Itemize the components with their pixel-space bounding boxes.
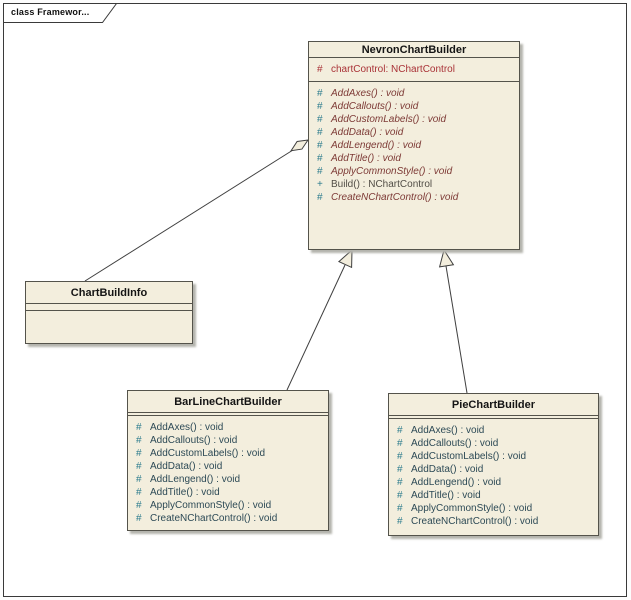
frame-label: class Framewor... — [11, 7, 90, 17]
operation-text: AddTitle() : void — [411, 490, 481, 501]
attributes-compartment — [128, 413, 328, 416]
visibility-symbol: # — [136, 448, 142, 459]
operation-row[interactable]: # AddCustomLabels() : void — [309, 113, 519, 126]
class-title: PieChartBuilder — [389, 394, 598, 416]
visibility-symbol: # — [317, 88, 323, 99]
operation-text: AddCallouts() : void — [411, 438, 499, 449]
operations-compartment — [26, 311, 192, 320]
visibility-symbol: # — [317, 166, 323, 177]
visibility-symbol: # — [136, 474, 142, 485]
visibility-symbol: # — [397, 477, 403, 488]
operation-text: AddLengend() : void — [331, 140, 422, 151]
operation-row[interactable]: # CreateNChartControl() : void — [309, 191, 519, 204]
visibility-symbol: # — [397, 503, 403, 514]
visibility-symbol: # — [397, 464, 403, 475]
operation-row[interactable]: # AddCallouts() : void — [389, 437, 598, 450]
visibility-symbol: # — [397, 451, 403, 462]
operation-row[interactable]: # AddLengend() : void — [128, 473, 328, 486]
visibility-symbol: # — [397, 438, 403, 449]
operation-row[interactable]: # AddTitle() : void — [309, 152, 519, 165]
operation-row[interactable]: # AddLengend() : void — [389, 476, 598, 489]
operation-text: AddTitle() : void — [331, 153, 401, 164]
visibility-symbol: # — [397, 490, 403, 501]
operation-text: ApplyCommonStyle() : void — [331, 166, 453, 177]
operation-text: AddCustomLabels() : void — [331, 114, 447, 125]
class-title: BarLineChartBuilder — [128, 391, 328, 413]
operation-row[interactable]: # AddData() : void — [309, 126, 519, 139]
visibility-symbol: # — [317, 192, 323, 203]
attributes-compartment — [389, 416, 598, 419]
operation-text: CreateNChartControl() : void — [150, 513, 278, 524]
visibility-symbol: # — [317, 64, 323, 75]
operation-text: ApplyCommonStyle() : void — [411, 503, 533, 514]
operation-row[interactable]: + Build() : NChartControl — [309, 178, 519, 191]
visibility-symbol: # — [317, 153, 323, 164]
operation-row[interactable]: # AddTitle() : void — [389, 489, 598, 502]
operation-text: AddData() : void — [331, 127, 404, 138]
class-chartbuildinfo[interactable]: ChartBuildInfo — [25, 281, 193, 344]
operation-row[interactable]: # AddData() : void — [128, 460, 328, 473]
operations-compartment: # AddAxes() : void # AddCallouts() : voi… — [128, 416, 328, 529]
operation-text: AddAxes() : void — [331, 88, 405, 99]
frame-tab — [3, 3, 118, 23]
visibility-symbol: # — [136, 461, 142, 472]
visibility-symbol: + — [317, 179, 323, 190]
attribute-row[interactable]: # chartControl: NChartControl — [309, 63, 519, 76]
operation-row[interactable]: # CreateNChartControl() : void — [128, 512, 328, 525]
operation-text: AddCustomLabels() : void — [411, 451, 527, 462]
class-title: NevronChartBuilder — [309, 42, 519, 58]
visibility-symbol: # — [136, 513, 142, 524]
operation-row[interactable]: # AddData() : void — [389, 463, 598, 476]
operation-row[interactable]: # AddAxes() : void — [128, 421, 328, 434]
operations-compartment: # AddAxes() : void # AddCallouts() : voi… — [389, 419, 598, 532]
operation-row[interactable]: # AddAxes() : void — [389, 424, 598, 437]
operation-row[interactable]: # AddCallouts() : void — [128, 434, 328, 447]
visibility-symbol: # — [136, 422, 142, 433]
attributes-compartment — [26, 304, 192, 311]
visibility-symbol: # — [317, 114, 323, 125]
operation-row[interactable]: # AddTitle() : void — [128, 486, 328, 499]
operation-text: AddAxes() : void — [411, 425, 485, 436]
operation-text: AddTitle() : void — [150, 487, 220, 498]
operation-text: ApplyCommonStyle() : void — [150, 500, 272, 511]
operation-row[interactable]: # AddCustomLabels() : void — [389, 450, 598, 463]
operation-text: AddAxes() : void — [150, 422, 224, 433]
visibility-symbol: # — [317, 127, 323, 138]
operation-text: AddCallouts() : void — [331, 101, 419, 112]
operation-row[interactable]: # AddCustomLabels() : void — [128, 447, 328, 460]
visibility-symbol: # — [136, 500, 142, 511]
operation-text: CreateNChartControl() : void — [411, 516, 539, 527]
class-piechartbuilder[interactable]: PieChartBuilder # AddAxes() : void # Add… — [388, 393, 599, 536]
visibility-symbol: # — [397, 516, 403, 527]
operation-row[interactable]: # ApplyCommonStyle() : void — [389, 502, 598, 515]
operation-row[interactable]: # AddAxes() : void — [309, 87, 519, 100]
visibility-symbol: # — [136, 487, 142, 498]
class-barlinechartbuilder[interactable]: BarLineChartBuilder # AddAxes() : void #… — [127, 390, 329, 531]
visibility-symbol: # — [136, 435, 142, 446]
visibility-symbol: # — [397, 425, 403, 436]
operation-row[interactable]: # ApplyCommonStyle() : void — [309, 165, 519, 178]
operation-row[interactable]: # AddCallouts() : void — [309, 100, 519, 113]
operation-text: Build() : NChartControl — [331, 179, 433, 190]
operation-text: AddData() : void — [411, 464, 484, 475]
attributes-compartment: # chartControl: NChartControl — [309, 58, 519, 82]
class-title: ChartBuildInfo — [26, 282, 192, 304]
operation-text: AddCustomLabels() : void — [150, 448, 266, 459]
operation-text: CreateNChartControl() : void — [331, 192, 459, 203]
visibility-symbol: # — [317, 101, 323, 112]
operation-text: AddLengend() : void — [411, 477, 502, 488]
operation-row[interactable]: # ApplyCommonStyle() : void — [128, 499, 328, 512]
visibility-symbol: # — [317, 140, 323, 151]
class-nevronchartbuilder[interactable]: NevronChartBuilder # chartControl: NChar… — [308, 41, 520, 250]
operations-compartment: # AddAxes() : void # AddCallouts() : voi… — [309, 82, 519, 208]
attribute-text: chartControl: NChartControl — [331, 64, 455, 75]
operation-text: AddData() : void — [150, 461, 223, 472]
operation-row[interactable]: # AddLengend() : void — [309, 139, 519, 152]
operation-text: AddLengend() : void — [150, 474, 241, 485]
operation-row[interactable]: # CreateNChartControl() : void — [389, 515, 598, 528]
operation-text: AddCallouts() : void — [150, 435, 238, 446]
